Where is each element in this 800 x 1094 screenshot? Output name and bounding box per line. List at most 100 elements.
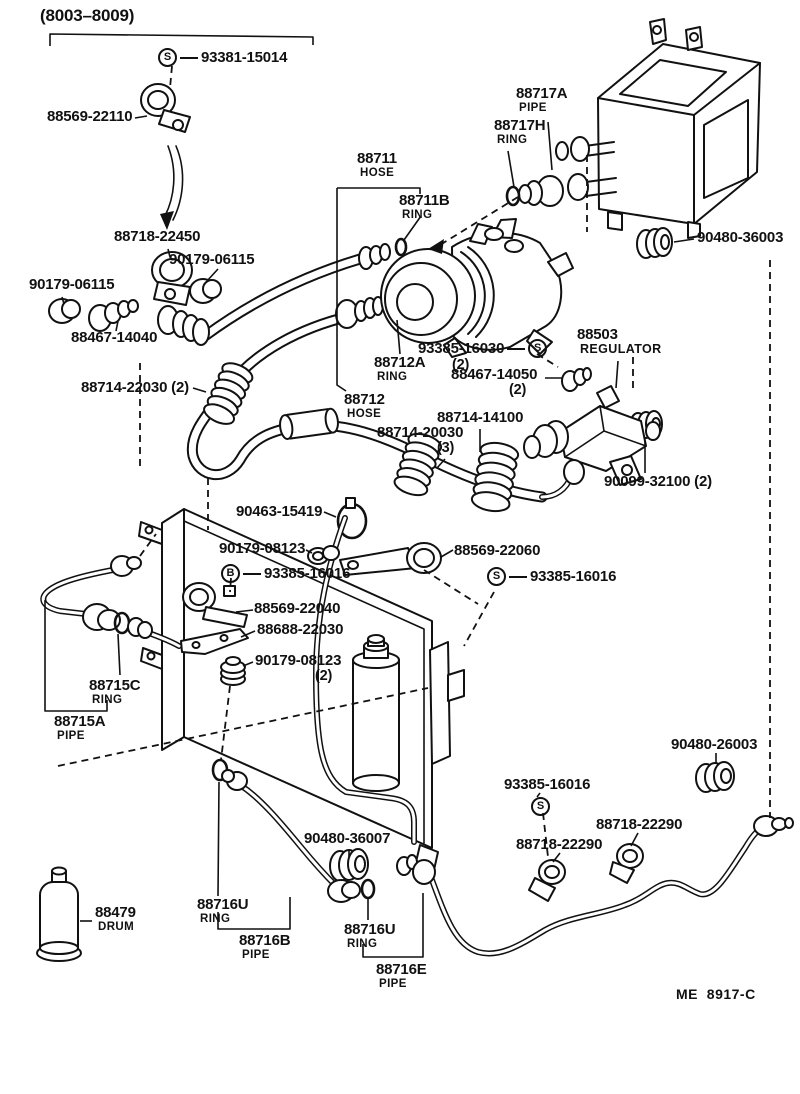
part-sub: PIPE — [379, 977, 407, 990]
label-88569-22040: 88569-22040 — [254, 601, 340, 617]
label-90179-06115-right: 90179-06115 — [169, 251, 255, 268]
screw-symbol: S — [531, 797, 550, 816]
part-code: 90179-06115 — [169, 251, 255, 268]
part-code: 90099-32100 (2) — [604, 473, 712, 490]
part-code: 88715A — [54, 713, 106, 730]
label-90463-15419: 90463-15419 — [236, 504, 322, 520]
part-code: 88714-20030 — [377, 424, 464, 441]
part-code: 90480-26003 — [671, 736, 758, 753]
label-88711b: 88711B RING — [399, 193, 450, 221]
leader-dash — [180, 56, 198, 59]
evaporator-unit-drawing — [505, 18, 761, 259]
part-code: 88467-14050 — [451, 366, 538, 383]
part-code: 88711 — [357, 150, 397, 167]
dashed-reference-lines — [57, 65, 771, 858]
part-sub: RING — [377, 370, 408, 383]
part-code: 88479 — [95, 904, 136, 921]
label-88714-22030: 88714-22030 (2) — [81, 380, 189, 396]
part-sub: HOSE — [347, 407, 382, 420]
part-sub: RING — [497, 133, 528, 146]
part-sub: PIPE — [242, 948, 270, 961]
part-code: 88718-22290 — [596, 816, 683, 833]
label-88569-22110: 88569-22110 — [47, 108, 133, 125]
part-code: 88718-22450 — [114, 228, 201, 245]
part-code: 88717H — [494, 117, 546, 134]
part-code: 90179-06115 — [29, 276, 115, 293]
label-88569-22060: 88569-22060 — [454, 543, 540, 559]
bolt-symbol: B — [221, 564, 240, 583]
condenser-drawing — [138, 508, 465, 871]
part-sub: RING — [402, 208, 433, 221]
top-left-parts-drawing — [48, 83, 222, 332]
part-code: 93381-15014 — [201, 48, 288, 66]
part-sub: PIPE — [519, 101, 547, 114]
label-93381-15014: S 93381-15014 — [158, 48, 287, 67]
part-code: 93385-16016 — [264, 564, 351, 582]
part-sub: PIPE — [57, 729, 85, 742]
label-88716u-right: 88716U RING — [344, 921, 396, 950]
part-code: 88716U — [197, 896, 249, 913]
part-sub: RING — [200, 912, 231, 925]
label-90480-36003: 90480-36003 — [697, 230, 783, 246]
condenser-fasteners-drawing — [180, 542, 442, 782]
part-code: 88467-14040 — [71, 329, 158, 346]
label-88712: 88712 HOSE — [344, 392, 385, 420]
part-code: 88714-14100 — [437, 409, 524, 426]
screw-symbol: S — [528, 339, 548, 358]
part-code: 93385-16016 — [530, 567, 617, 585]
liquid-pipe-a-drawing — [40, 555, 182, 649]
label-88715a: 88715A PIPE — [54, 713, 106, 742]
part-sub: DRUM — [98, 920, 135, 933]
label-90480-26003: 90480-26003 — [671, 737, 757, 753]
part-qty: (2) — [452, 357, 470, 373]
part-code: 90179-08123 — [255, 652, 342, 669]
label-88503-regulator: 88503 REGULATOR — [577, 327, 662, 356]
screw-symbol: S — [158, 48, 177, 67]
part-sub: RING — [347, 937, 378, 950]
receiver-drier-drawing — [352, 634, 400, 792]
part-code: 88714-22030 (2) — [81, 379, 189, 396]
part-code: 88712 — [344, 391, 385, 408]
label-90179-06115-left: 90179-06115 — [29, 276, 115, 293]
label-90480-36007: 90480-36007 — [304, 831, 390, 847]
part-code: 93385-16016 — [504, 776, 591, 793]
label-88718-22290-right: 88718-22290 — [596, 817, 682, 833]
part-code: 88716U — [344, 921, 396, 938]
part-qty: (3) — [437, 439, 455, 456]
label-88711: 88711 HOSE — [357, 151, 397, 179]
part-code: 88716B — [239, 932, 291, 949]
label-90099-32100: 90099-32100 (2) — [604, 474, 712, 490]
label-93385-16016-s2-symbol: S — [531, 797, 550, 816]
label-88714-14100: 88714-14100 — [437, 410, 523, 426]
label-90179-08123-b: 90179-08123 (2) — [255, 653, 341, 684]
part-code: 88715C — [89, 677, 141, 694]
leader-dash — [243, 572, 261, 575]
leader-dash — [507, 347, 526, 350]
label-88717h: 88717H RING — [494, 117, 546, 146]
label-93385-16016-s2: 93385-16016 — [504, 777, 590, 793]
label-93385-16016-b: B 93385-16016 — [221, 564, 350, 583]
part-code: 88716E — [376, 961, 427, 978]
bottom-pipes-drawing — [221, 761, 794, 957]
part-code: 90179-08123 — [219, 540, 306, 557]
label-88479-drum: 88479 DRUM — [95, 905, 136, 933]
part-code: 88712A — [374, 354, 426, 371]
label-88716u-left: 88716U RING — [197, 896, 249, 925]
part-code: 88569-22110 — [47, 108, 133, 125]
part-qty: (2) — [315, 667, 333, 684]
part-code: 88718-22290 — [516, 836, 603, 853]
label-88716b: 88716B PIPE — [239, 932, 291, 961]
part-code: 88503 — [577, 326, 618, 343]
part-code: 90480-36003 — [697, 229, 784, 246]
label-88718-22290-left: 88718-22290 — [516, 837, 602, 853]
figure-code: ME 8917-C — [676, 986, 756, 1002]
part-qty: (2) — [509, 381, 527, 398]
leader-lines — [44, 33, 717, 958]
part-code: 88711B — [399, 192, 450, 209]
part-code: 88717A — [516, 85, 568, 102]
label-88467-14050: 88467-14050 (2) — [451, 367, 537, 398]
label-88715c: 88715C RING — [89, 677, 141, 706]
label-88718-22450: 88718-22450 — [114, 229, 200, 245]
